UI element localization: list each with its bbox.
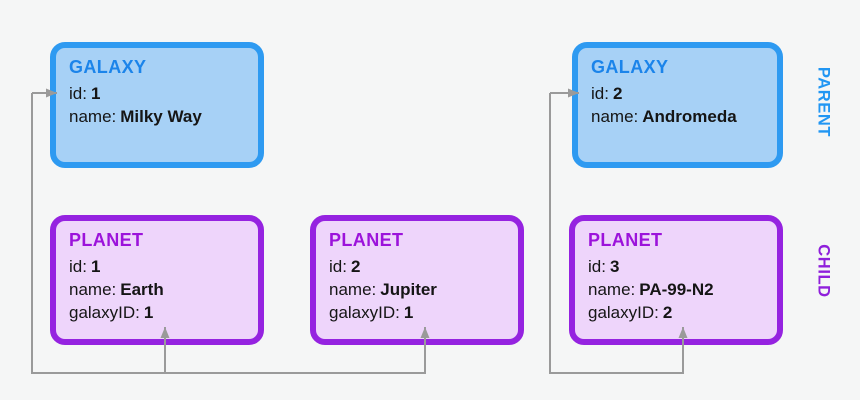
entity-title: GALAXY (69, 57, 147, 77)
field-row-galaxyid: galaxyID:1 (329, 301, 505, 324)
field-row-id: id:1 (69, 255, 245, 278)
field-value: Milky Way (120, 107, 202, 126)
field-label: name: (329, 280, 377, 299)
field-value: 1 (90, 257, 101, 276)
field-row-galaxyid: galaxyID:2 (588, 301, 764, 324)
field-row-id: id:2 (329, 255, 505, 278)
entity-card-galaxy-andromeda: GALAXY id:2 name:Andromeda (572, 42, 783, 168)
entity-card-galaxy-milky-way: GALAXY id:1 name:Milky Way (50, 42, 264, 168)
field-label: name: (588, 280, 636, 299)
field-label: id: (588, 257, 606, 276)
parent-side-label: PARENT (814, 66, 833, 138)
child-side-label: CHILD (814, 244, 833, 298)
entity-title: PLANET (329, 230, 404, 250)
entity-card-planet-earth: PLANET id:1 name:Earth galaxyID:1 (50, 215, 264, 345)
field-value: 1 (403, 303, 414, 322)
field-label: galaxyID: (69, 303, 140, 322)
field-row-name: name:Andromeda (591, 105, 764, 128)
field-value: 1 (90, 84, 101, 103)
field-value: 2 (612, 84, 623, 103)
field-value: Earth (120, 280, 164, 299)
field-label: id: (69, 84, 87, 103)
field-label: id: (591, 84, 609, 103)
field-value: Jupiter (380, 280, 437, 299)
field-row-id: id:1 (69, 82, 245, 105)
field-value: Andromeda (642, 107, 737, 126)
field-row-id: id:2 (591, 82, 764, 105)
field-label: name: (69, 107, 117, 126)
field-label: name: (69, 280, 117, 299)
entity-title: PLANET (69, 230, 144, 250)
field-label: name: (591, 107, 639, 126)
field-label: galaxyID: (588, 303, 659, 322)
entity-card-planet-jupiter: PLANET id:2 name:Jupiter galaxyID:1 (310, 215, 524, 345)
entity-title: PLANET (588, 230, 663, 250)
field-row-name: name:Jupiter (329, 278, 505, 301)
entity-title: GALAXY (591, 57, 669, 77)
field-label: id: (69, 257, 87, 276)
field-value: PA-99-N2 (639, 280, 714, 299)
field-row-name: name:Earth (69, 278, 245, 301)
field-label: id: (329, 257, 347, 276)
field-value: 1 (143, 303, 154, 322)
field-value: 2 (350, 257, 361, 276)
field-row-name: name:PA-99-N2 (588, 278, 764, 301)
field-row-galaxyid: galaxyID:1 (69, 301, 245, 324)
field-row-id: id:3 (588, 255, 764, 278)
field-value: 3 (609, 257, 620, 276)
field-value: 2 (662, 303, 673, 322)
field-label: galaxyID: (329, 303, 400, 322)
field-row-name: name:Milky Way (69, 105, 245, 128)
entity-card-planet-pa99n2: PLANET id:3 name:PA-99-N2 galaxyID:2 (569, 215, 783, 345)
